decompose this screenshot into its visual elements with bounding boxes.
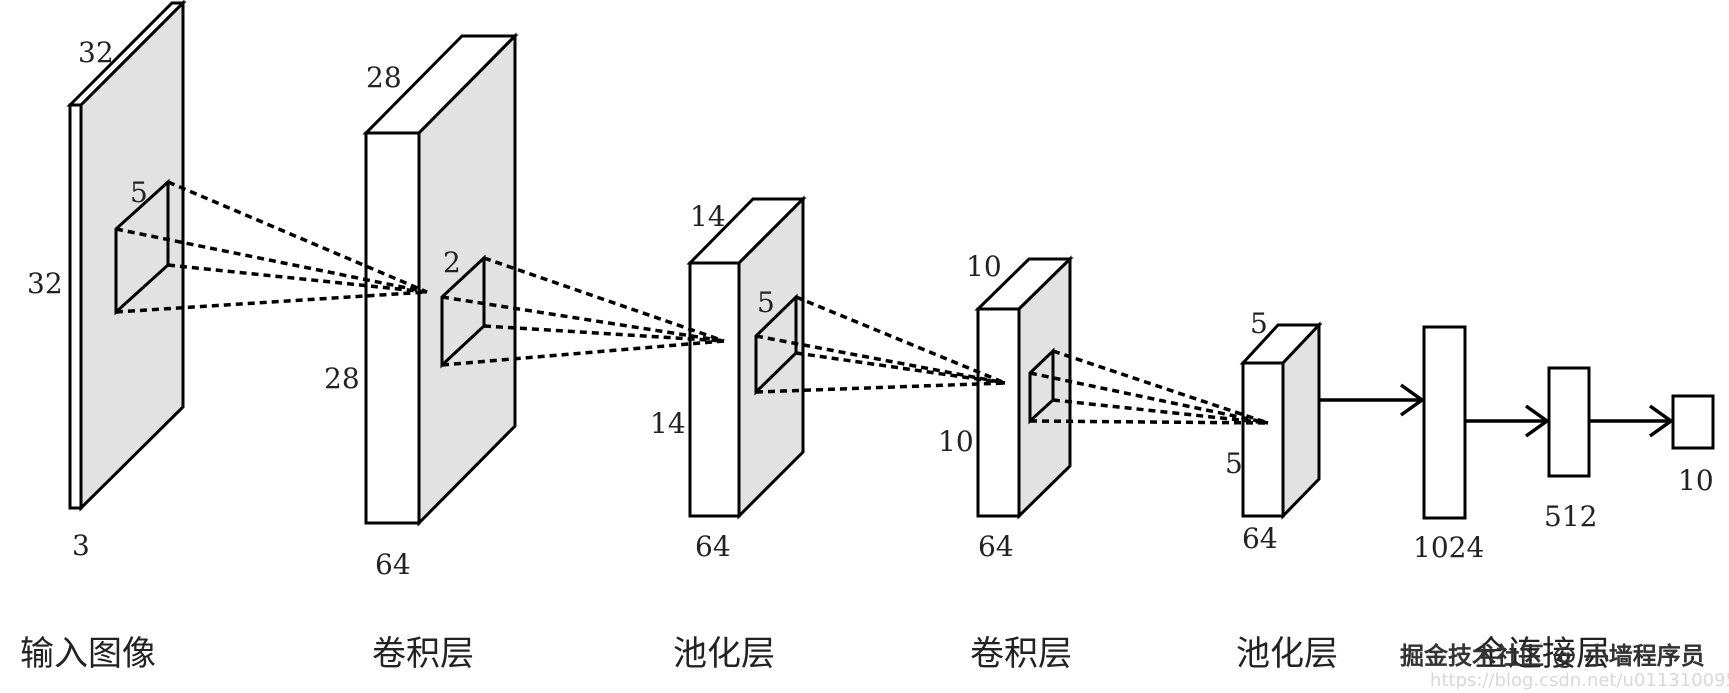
arrow-512-to-10	[1589, 404, 1675, 438]
input-channels-label: 3	[72, 529, 90, 562]
projection-line	[115, 290, 428, 314]
projection-line	[483, 256, 725, 343]
dense-512-label: 512	[1544, 500, 1597, 533]
caption-fully-connected: 全连接层	[1474, 634, 1610, 674]
dimension-labels: 32 32 3 5 28 28 64 2 14 14 64 5 10 10 64…	[27, 36, 1714, 581]
conv2-block	[974, 255, 1074, 520]
receptive-field-lines	[115, 180, 1269, 425]
pool2-front	[1241, 361, 1285, 518]
dense-1024-box	[1422, 325, 1467, 520]
conv1-side	[417, 32, 517, 527]
pool2-depth-label: 5	[1250, 307, 1268, 340]
pool1-depth-label: 14	[690, 200, 726, 233]
pool1-kernel-label: 5	[757, 286, 775, 319]
caption-conv2: 卷积层	[970, 634, 1072, 674]
caption-pool1: 池化层	[673, 634, 775, 674]
projection-line	[1052, 398, 1269, 425]
projection-line	[115, 227, 428, 294]
projection-line	[1029, 419, 1269, 425]
projection-line	[755, 334, 1006, 385]
conv2-front	[976, 307, 1021, 518]
conv1-height-label: 28	[324, 362, 360, 395]
pool1-block	[686, 195, 807, 520]
pool2-side	[1281, 321, 1321, 520]
input-depth-label: 32	[78, 36, 114, 69]
dense-layers	[1319, 325, 1715, 520]
projection-line	[755, 381, 1006, 394]
input-image-front	[68, 103, 83, 510]
input-image-block	[66, 0, 187, 512]
conv2-depth-label: 10	[966, 250, 1002, 283]
site-watermark: 掘金技术社区 @ 小墙程序员	[1400, 642, 1705, 670]
projection-line	[795, 295, 1006, 385]
arrow-pool-to-1024	[1319, 383, 1426, 417]
caption-pool2: 池化层	[1236, 634, 1338, 674]
dense-1024-label: 1024	[1413, 531, 1484, 564]
faint-url-watermark: https://blog.csdn.net/u011310095	[1430, 670, 1729, 691]
conv1-depth-label: 28	[366, 61, 402, 94]
pool1-side	[737, 195, 805, 520]
caption-conv1: 卷积层	[372, 634, 474, 674]
conv1-kernel-label: 2	[443, 246, 461, 279]
projection-line	[483, 324, 725, 343]
input-image-side	[79, 0, 185, 512]
arrow-1024-to-512	[1465, 404, 1551, 438]
pool1-channels-label: 64	[695, 530, 731, 563]
dense-512-box	[1547, 366, 1591, 478]
conv2-channels-label: 64	[978, 530, 1014, 563]
conv1-channels-label: 64	[375, 548, 411, 581]
pool2-channels-label: 64	[1242, 522, 1278, 555]
dense-10-label: 10	[1678, 464, 1714, 497]
caption-input-image: 输入图像	[20, 634, 156, 674]
pool1-front	[688, 261, 741, 518]
input-height-label: 32	[27, 267, 63, 300]
layer-captions: 输入图像 卷积层 池化层 卷积层 池化层 全连接层	[20, 634, 1610, 674]
conv2-side	[1017, 255, 1072, 520]
pool2-height-label: 5	[1225, 447, 1243, 480]
conv2-height-label: 10	[938, 425, 974, 458]
pool1-height-label: 14	[650, 407, 686, 440]
projection-line	[1052, 349, 1269, 425]
projection-line	[167, 263, 428, 294]
conv1-front	[364, 131, 421, 525]
dense-10-box	[1671, 394, 1715, 450]
projection-line	[167, 180, 428, 294]
conv1-block	[362, 32, 519, 527]
input-kernel-label: 5	[130, 176, 148, 209]
projection-line	[1029, 371, 1269, 425]
pool2-block	[1239, 321, 1323, 520]
